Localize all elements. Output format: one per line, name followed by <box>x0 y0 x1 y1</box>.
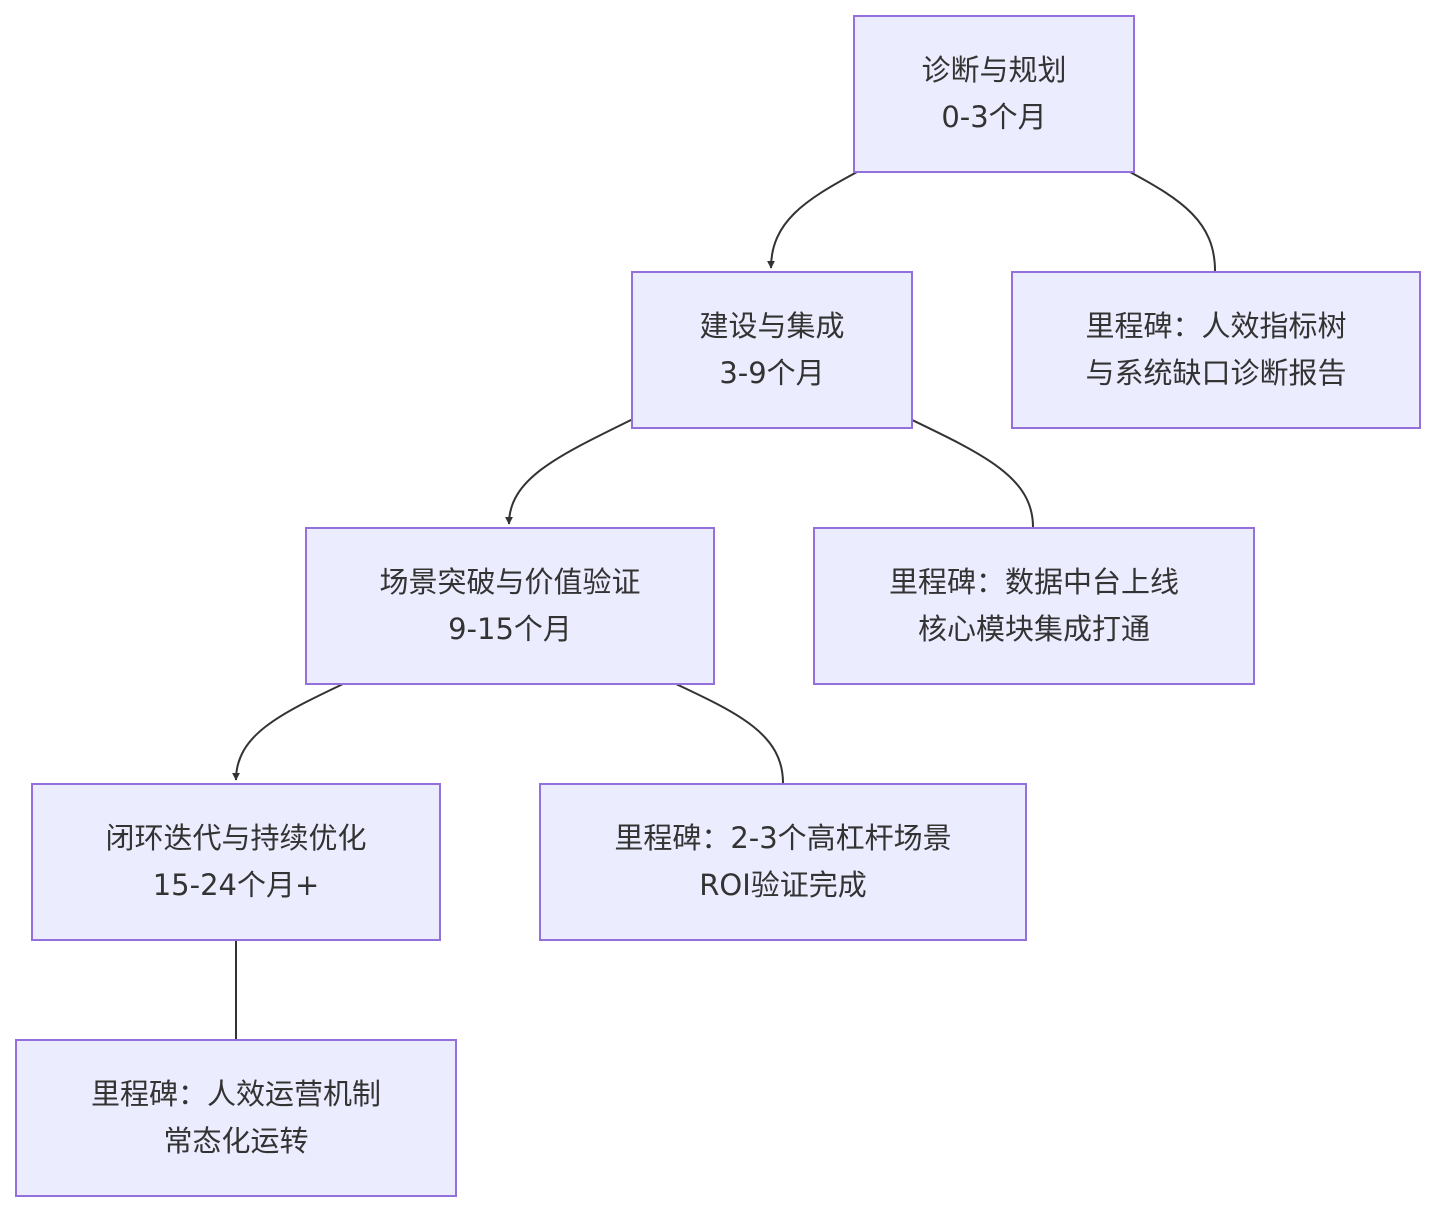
node-milestone1-line2: 与系统缺口诊断报告 <box>1085 356 1346 390</box>
edge-phase3-to-milestone3 <box>675 683 784 784</box>
node-milestone3-line1: 里程碑：2-3个高杠杆场景 <box>614 821 951 855</box>
node-phase1-line1: 诊断与规划 <box>921 53 1066 87</box>
edge-phase1-to-milestone1 <box>1129 171 1216 272</box>
node-milestone4-line1: 里程碑：人效运营机制 <box>91 1077 381 1111</box>
node-phase1: 诊断与规划 0-3个月 <box>853 15 1135 173</box>
node-milestone2-line1: 里程碑：数据中台上线 <box>889 565 1179 599</box>
node-phase3-line2: 9-15个月 <box>448 612 572 646</box>
node-milestone4: 里程碑：人效运营机制 常态化运转 <box>15 1039 457 1197</box>
node-phase3: 场景突破与价值验证 9-15个月 <box>305 527 715 685</box>
edge-phase1-to-phase2 <box>767 171 858 269</box>
node-milestone3-line2: ROI验证完成 <box>699 868 867 902</box>
node-phase3-line1: 场景突破与价值验证 <box>379 565 640 599</box>
edge-phase2-to-phase3 <box>505 418 634 525</box>
node-phase2-line1: 建设与集成 <box>699 309 844 343</box>
edge-phase2-to-milestone2 <box>909 418 1034 528</box>
node-phase4-line1: 闭环迭代与持续优化 <box>105 821 366 855</box>
node-milestone2-line2: 核心模块集成打通 <box>918 612 1150 646</box>
node-phase1-line2: 0-3个月 <box>941 100 1046 134</box>
node-phase4: 闭环迭代与持续优化 15-24个月+ <box>31 783 441 941</box>
node-phase2: 建设与集成 3-9个月 <box>631 271 913 429</box>
node-phase2-line2: 3-9个月 <box>719 356 824 390</box>
node-milestone1-line1: 里程碑：人效指标树 <box>1085 309 1346 343</box>
node-milestone1: 里程碑：人效指标树 与系统缺口诊断报告 <box>1011 271 1421 429</box>
edges <box>232 171 1216 1039</box>
node-milestone2: 里程碑：数据中台上线 核心模块集成打通 <box>813 527 1255 685</box>
edge-phase3-to-phase4 <box>232 683 344 781</box>
node-milestone3: 里程碑：2-3个高杠杆场景 ROI验证完成 <box>539 783 1027 941</box>
node-phase4-line2: 15-24个月+ <box>153 868 320 902</box>
node-milestone4-line2: 常态化运转 <box>163 1124 308 1158</box>
